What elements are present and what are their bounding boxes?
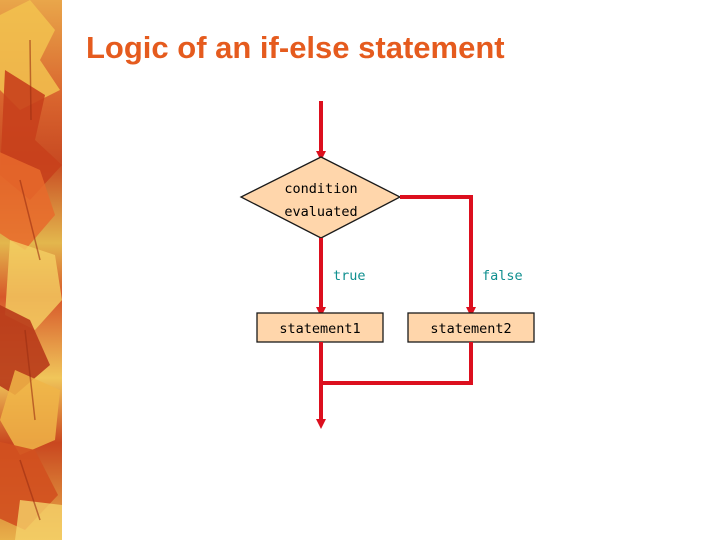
false-branch-arrow	[400, 195, 476, 317]
decision-label-line1: condition	[284, 181, 357, 197]
slide-title: Logic of an if-else statement	[86, 30, 505, 65]
statement1-label: statement1	[279, 321, 360, 337]
false-branch-label: false	[482, 268, 523, 284]
leaves-image	[0, 0, 62, 540]
decision-diamond	[239, 156, 402, 239]
merge-connector	[321, 342, 473, 385]
true-branch-label: true	[333, 268, 366, 284]
statement1-box	[256, 312, 384, 343]
statement2-label: statement2	[430, 321, 511, 337]
autumn-leaves-border	[0, 0, 62, 540]
decision-label-line2: evaluated	[284, 204, 357, 220]
